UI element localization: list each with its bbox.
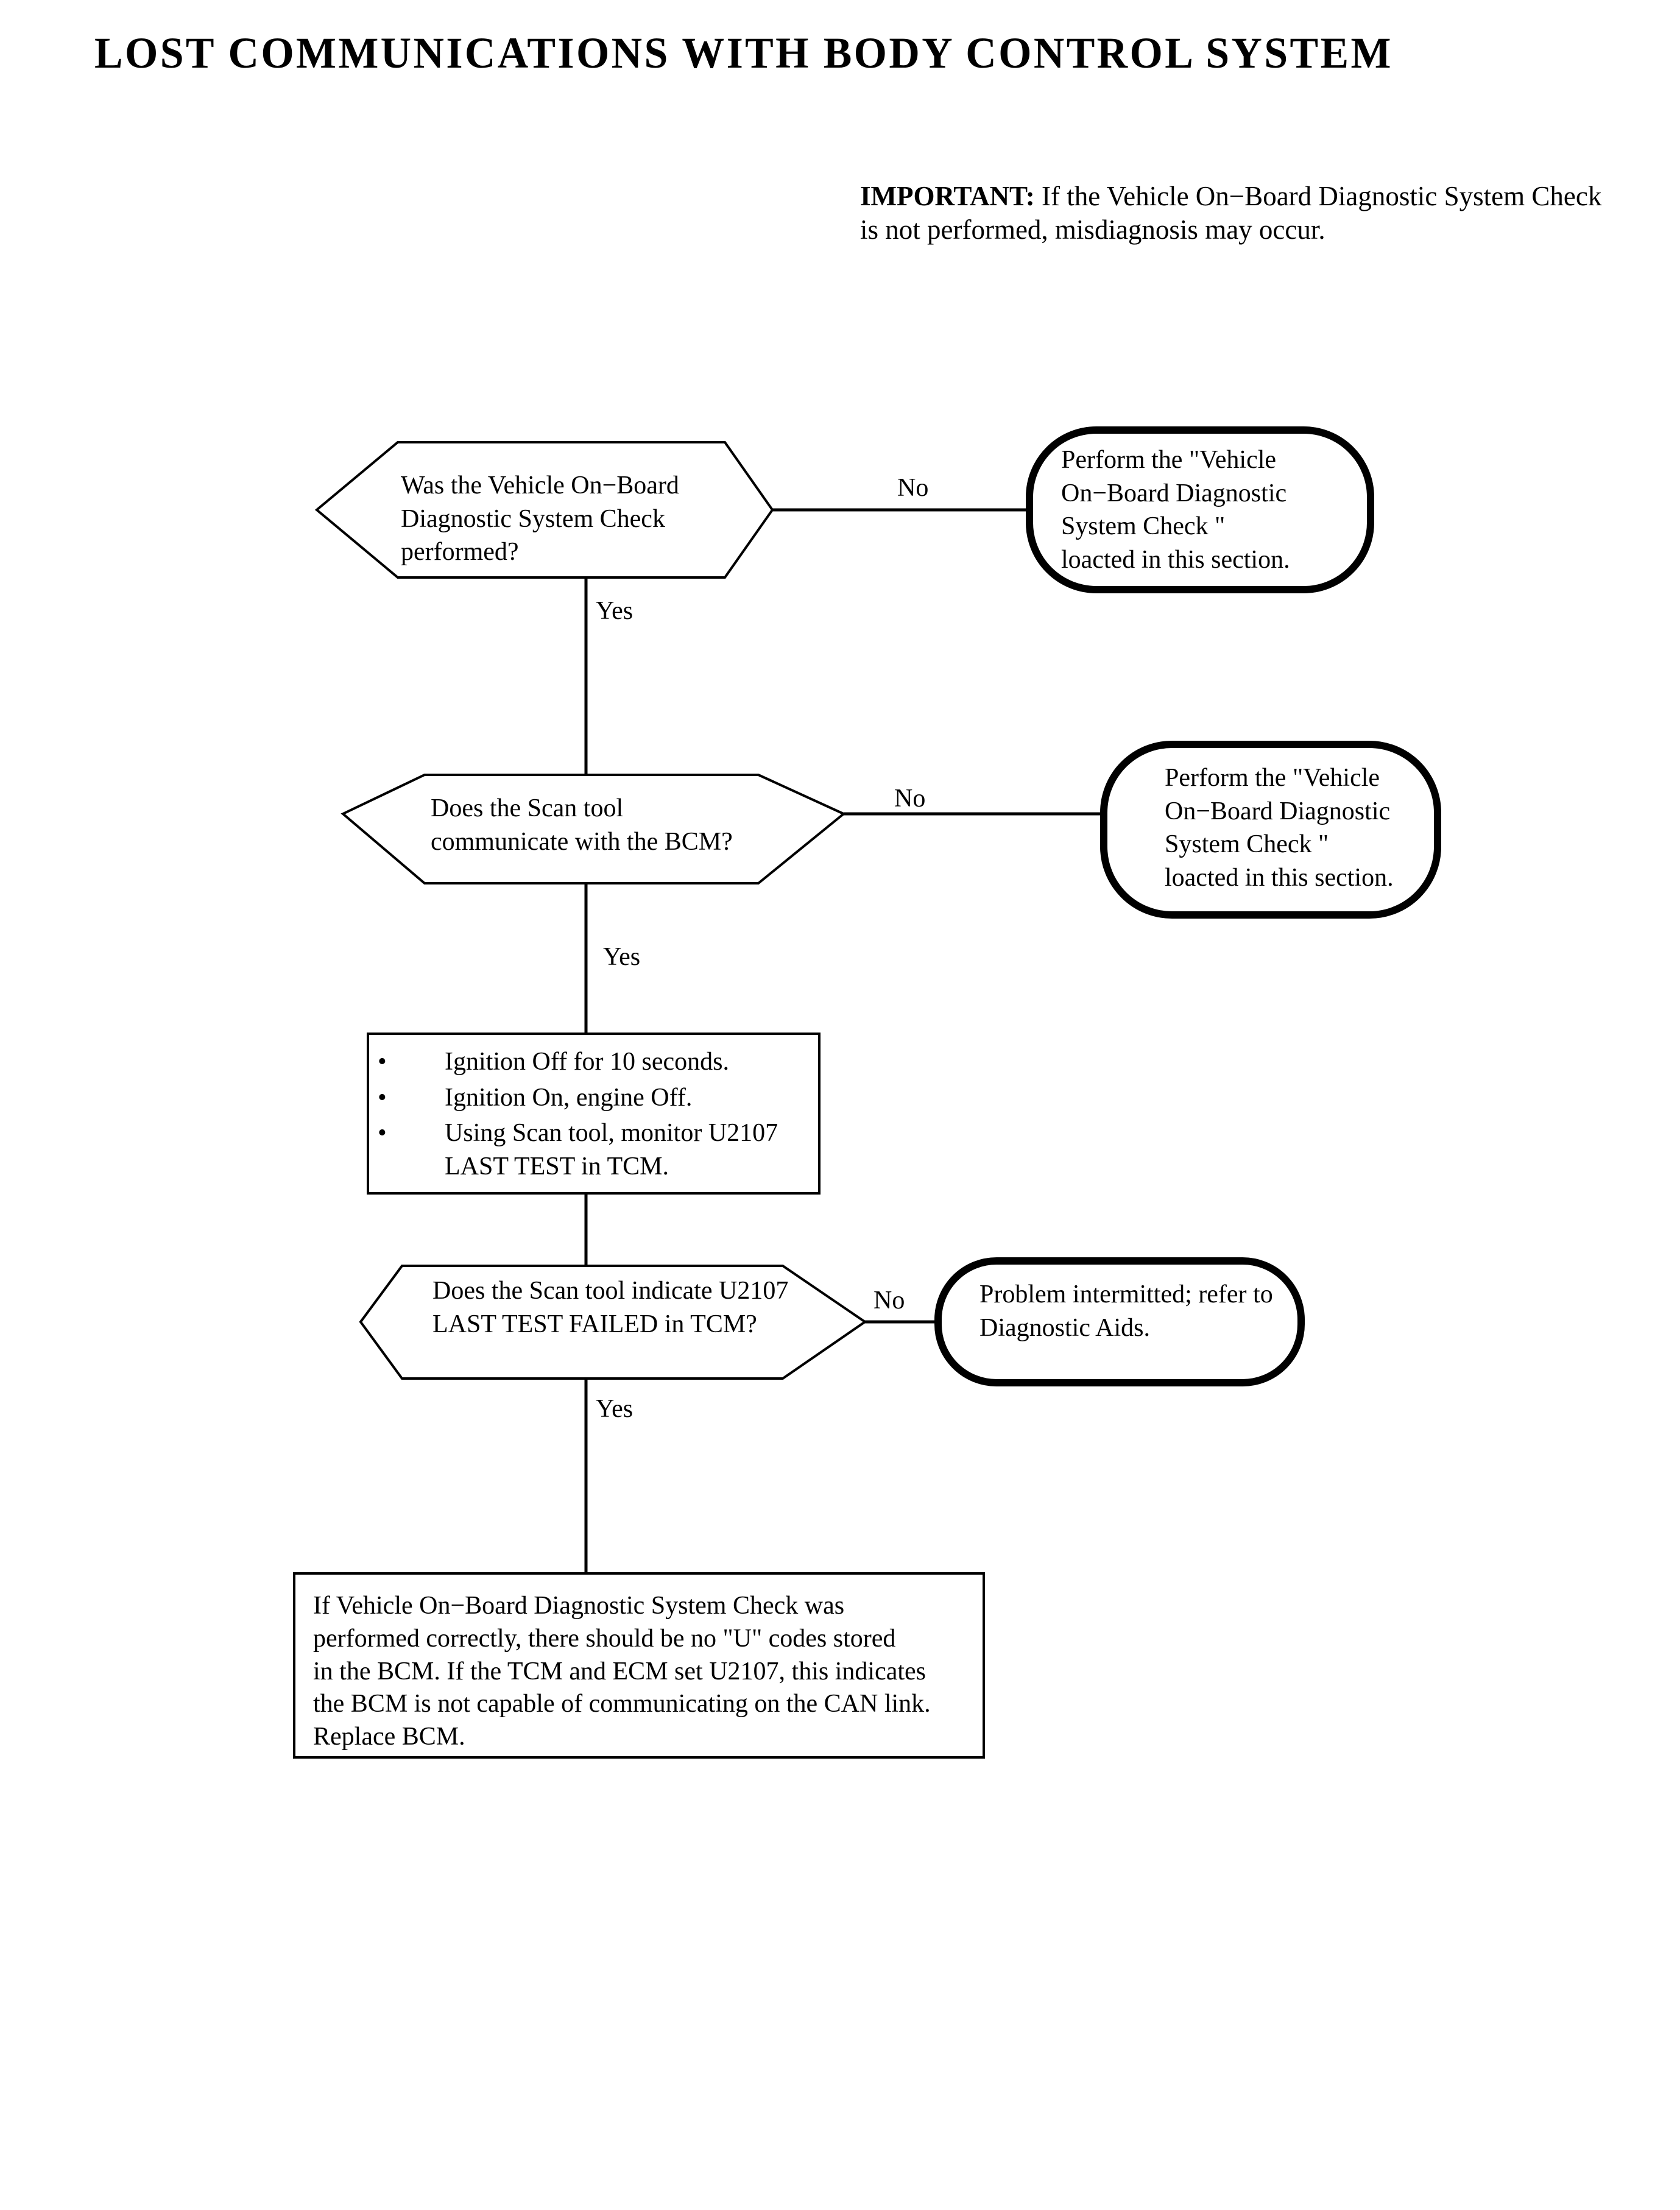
decision-1-text: Was the Vehicle On−Board Diagnostic Syst…: [401, 471, 679, 567]
bullet-icon: •: [378, 1048, 387, 1076]
list-item: • Ignition Off for 10 seconds.: [378, 1045, 816, 1079]
action-2-stadium: [1100, 741, 1441, 919]
list-item: • Ignition On, engine Off.: [378, 1081, 816, 1115]
bullet-icon: •: [378, 1119, 387, 1148]
action-2-text: Perform the "Vehicle On−Board Diagnostic…: [1165, 764, 1394, 892]
list-item: • Using Scan tool, monitor U2107 LAST TE…: [378, 1117, 816, 1183]
edge-no-2-label: No: [894, 785, 926, 813]
list-item-label: Using Scan tool, monitor U2107 LAST TEST…: [445, 1119, 778, 1181]
decision-2-text: Does the Scan tool communicate with the …: [431, 794, 733, 856]
list-item-label: Ignition Off for 10 seconds.: [445, 1048, 729, 1076]
list-item-label: Ignition On, engine Off.: [445, 1083, 693, 1112]
edge-yes-3-label: Yes: [596, 1395, 634, 1423]
bullet-icon: •: [378, 1083, 387, 1112]
action-1-text: Perform the "Vehicle On−Board Diagnostic…: [1061, 446, 1290, 574]
action-3-text: Problem intermitted; refer to Diagnostic…: [979, 1280, 1273, 1342]
edge-no-1-label: No: [897, 474, 929, 502]
edge-yes-2-label: Yes: [603, 943, 641, 971]
decision-3-text: Does the Scan tool indicate U2107 LAST T…: [432, 1277, 789, 1338]
steps-box-rect: [367, 1033, 821, 1195]
conclusion-box-text: If Vehicle On−Board Diagnostic System Ch…: [313, 1592, 931, 1751]
steps-box-list: • Ignition Off for 10 seconds. • Ignitio…: [378, 1045, 816, 1185]
edge-yes-1-label: Yes: [596, 597, 634, 625]
page-title: LOST COMMUNICATIONS WITH BODY CONTROL SY…: [94, 29, 1393, 77]
edge-no-3-label: No: [874, 1287, 905, 1315]
important-note-label: IMPORTANT:: [860, 181, 1035, 211]
important-note-body: If the Vehicle On−Board Diagnostic Syste…: [860, 181, 1602, 245]
important-note: IMPORTANT: If the Vehicle On−Board Diagn…: [860, 180, 1609, 247]
conclusion-box-rect: [293, 1572, 985, 1759]
